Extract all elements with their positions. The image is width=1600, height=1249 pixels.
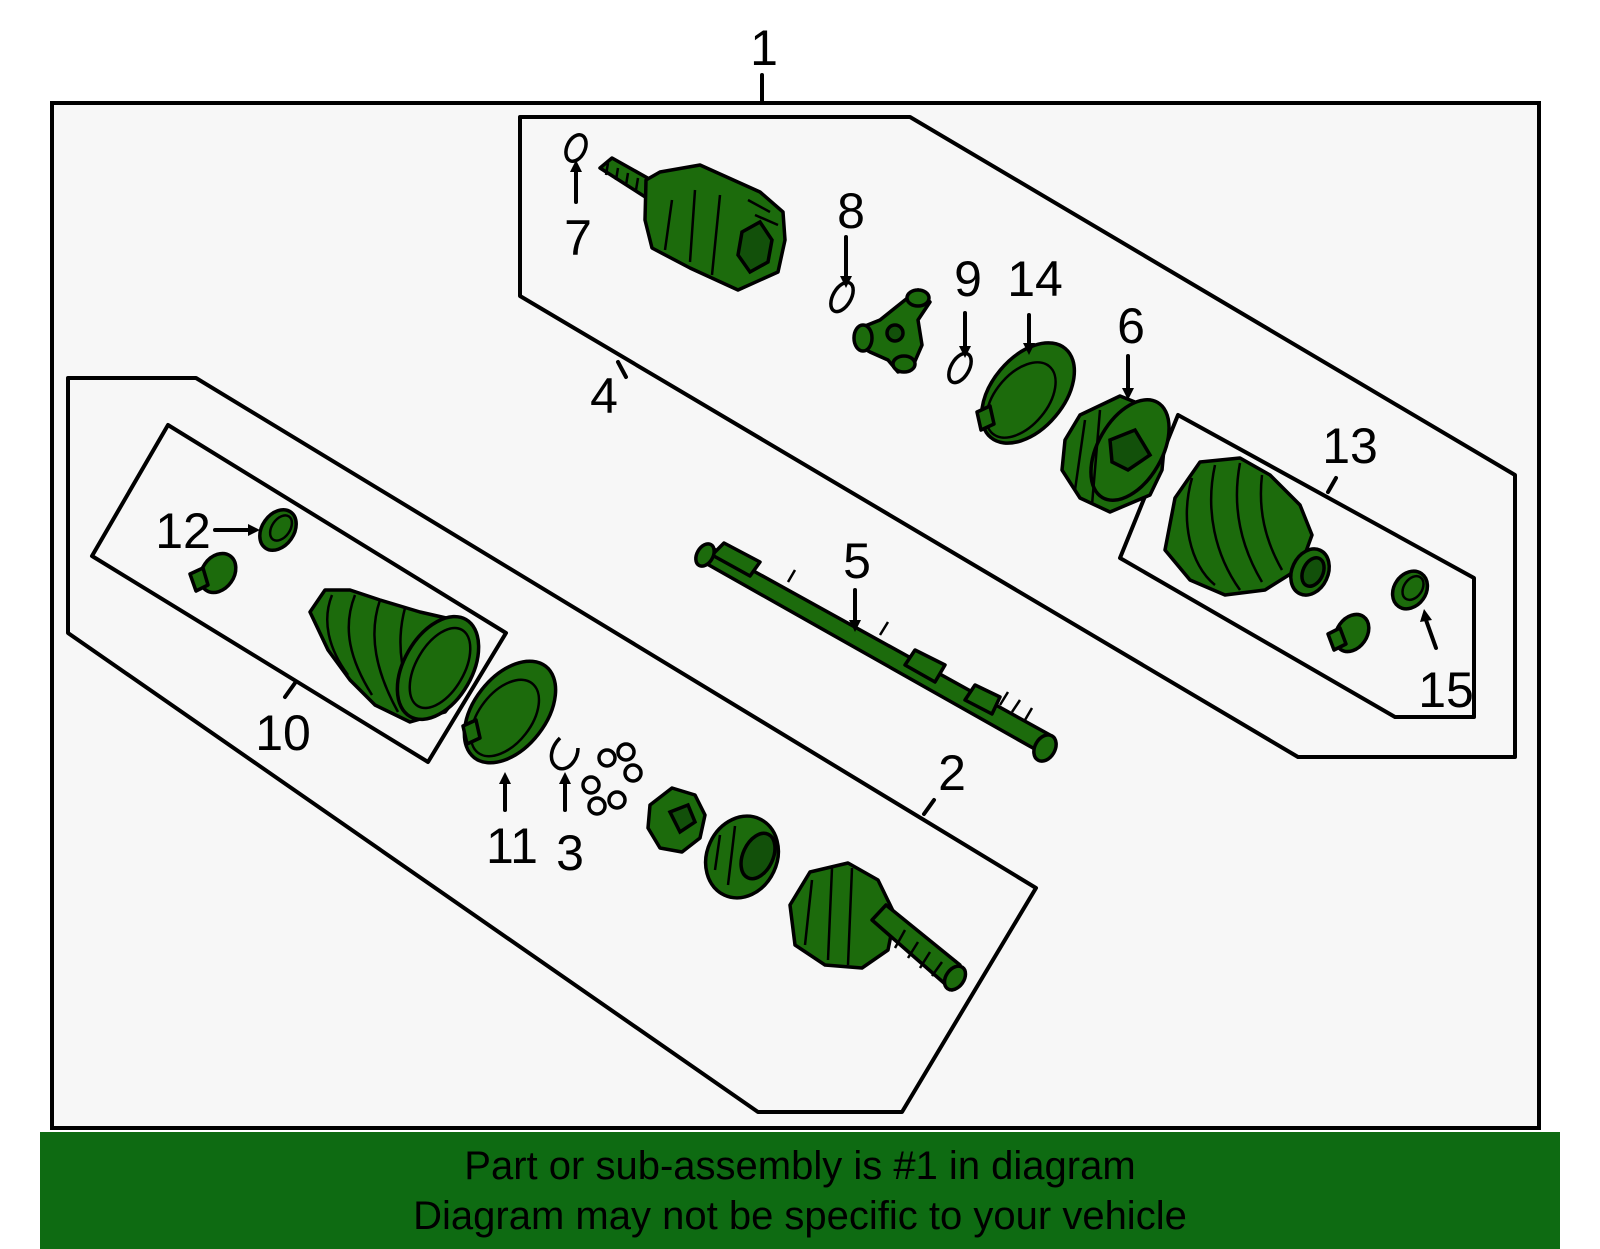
- callout-10: 10: [255, 705, 311, 761]
- axle-shaft-5-part: [694, 541, 1058, 763]
- callout-2: 2: [938, 745, 966, 801]
- tripod-housing-part: [598, 156, 787, 292]
- boot-cap-14-part: [975, 341, 1077, 445]
- banner-line-1: Part or sub-assembly is #1 in diagram: [464, 1143, 1136, 1188]
- outer-race-6-part: [1060, 394, 1171, 514]
- outer-cv-joint-part: [788, 861, 968, 992]
- snap-ring-9-part: [947, 351, 973, 385]
- callout-14: 14: [1007, 251, 1063, 307]
- callout-1: 1: [750, 20, 778, 76]
- ball-cage-part: [646, 786, 707, 854]
- group-2-outline: [66, 376, 1038, 1114]
- snap-ring-7-part: [564, 133, 588, 163]
- callout-15: 15: [1418, 662, 1474, 718]
- clamp-12-part: [258, 508, 298, 552]
- callout-5: 5: [843, 533, 871, 589]
- group-10-outline: [90, 423, 508, 764]
- callout-11: 11: [486, 818, 538, 874]
- clamp-10-part: [188, 551, 238, 595]
- snap-ring-3-part: [549, 736, 580, 771]
- callout-leaders: [213, 160, 1438, 816]
- outer-boot-13-part: [1163, 456, 1331, 597]
- group-4-outline: [518, 115, 1517, 759]
- callout-3: 3: [556, 825, 584, 881]
- callout-6: 6: [1117, 298, 1145, 354]
- inner-boot-10-part: [308, 588, 481, 724]
- callout-4: 4: [590, 368, 618, 424]
- ball-bearings-part: [581, 742, 643, 816]
- tripod-spider-part: [852, 288, 932, 374]
- callout-13: 13: [1322, 418, 1378, 474]
- callout-12: 12: [155, 503, 211, 559]
- boot-clamp-15-part: [1390, 569, 1430, 611]
- boot-cap-11-part: [461, 659, 558, 765]
- snap-ring-8-part: [829, 280, 855, 314]
- info-banner: Part or sub-assembly is #1 in diagram Di…: [40, 1132, 1560, 1249]
- inner-race-part: [703, 814, 781, 900]
- callout-7: 7: [564, 210, 592, 266]
- banner-line-2: Diagram may not be specific to your vehi…: [413, 1193, 1187, 1238]
- callout-9: 9: [954, 251, 982, 307]
- callout-8: 8: [837, 183, 865, 239]
- boot-clamp-13-part: [1326, 612, 1371, 654]
